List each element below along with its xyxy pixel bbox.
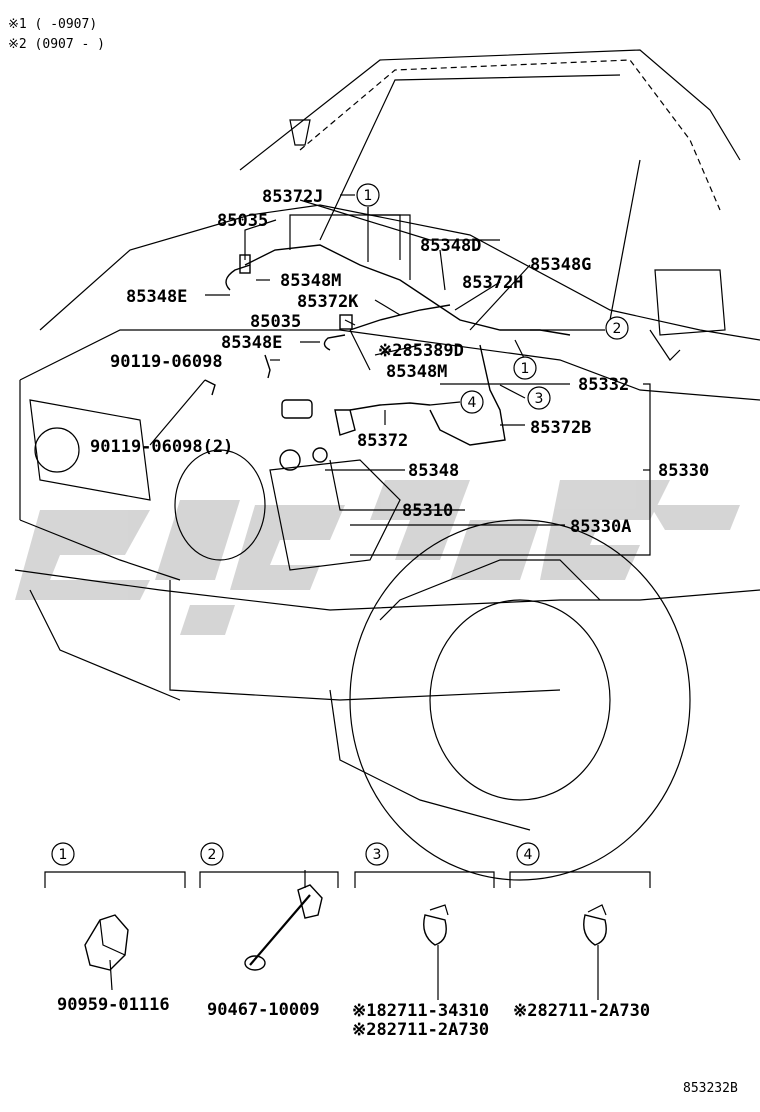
label-90119-06098[interactable]: 90119-06098 xyxy=(110,352,223,372)
label-85372h[interactable]: 85372H xyxy=(462,273,523,293)
detail-panel-2: 2 90467-10009 xyxy=(199,842,339,1020)
callout-2[interactable]: 2 xyxy=(605,316,629,340)
label-85348m-top[interactable]: 85348M xyxy=(280,271,341,291)
watermark xyxy=(15,480,740,635)
callout-4[interactable]: 4 xyxy=(460,390,484,414)
detail-panel-4: 4 ※282711-2A730 xyxy=(509,842,651,1021)
label-85035-top[interactable]: 85035 xyxy=(217,211,268,231)
legend-note-2: ※2 (0907 - ) xyxy=(8,37,105,52)
detail-1-number: 1 xyxy=(59,847,68,863)
diagram-code: 853232B xyxy=(683,1081,738,1096)
detail-panel-3: 3 ※182711-34310 ※282711-2A730 xyxy=(352,842,495,1040)
label-85348e-mid[interactable]: 85348E xyxy=(221,333,282,353)
svg-text:1: 1 xyxy=(521,361,530,377)
detail-panel-1: 1 90959-01116 xyxy=(44,842,186,1015)
leader-lines xyxy=(149,194,651,556)
legend-note-1: ※1 ( -0907) xyxy=(8,17,97,32)
label-90119-06098-2[interactable]: 90119-06098(2) xyxy=(90,437,233,457)
label-85035-mid[interactable]: 85035 xyxy=(250,312,301,332)
detail-3-number: 3 xyxy=(373,847,382,863)
callout-1-top[interactable]: 1 xyxy=(356,183,380,207)
label-85372b[interactable]: 85372B xyxy=(530,418,591,438)
callout-3[interactable]: 3 xyxy=(527,386,551,410)
label-85348d[interactable]: 85348D xyxy=(420,236,481,256)
label-85372[interactable]: 85372 xyxy=(357,431,408,451)
detail-3-part-2[interactable]: ※282711-2A730 xyxy=(352,1020,489,1040)
detail-4-part[interactable]: ※282711-2A730 xyxy=(513,1001,650,1021)
svg-text:2: 2 xyxy=(613,321,622,337)
label-85372k[interactable]: 85372K xyxy=(297,292,359,312)
vehicle-outline xyxy=(14,49,760,881)
label-85310[interactable]: 85310 xyxy=(402,501,453,521)
svg-text:1: 1 xyxy=(364,188,373,204)
callout-1-mid[interactable]: 1 xyxy=(513,356,537,380)
label-85372j[interactable]: 85372J xyxy=(262,187,323,207)
component-sketches xyxy=(204,244,571,471)
label-85332[interactable]: 85332 xyxy=(578,375,629,395)
label-85348m-low[interactable]: 85348M xyxy=(386,362,447,382)
label-85389d[interactable]: ※285389D xyxy=(378,341,464,361)
detail-2-part[interactable]: 90467-10009 xyxy=(207,1000,320,1020)
label-85330[interactable]: 85330 xyxy=(658,461,709,481)
label-85348e-top[interactable]: 85348E xyxy=(126,287,187,307)
svg-text:3: 3 xyxy=(535,391,544,407)
detail-2-number: 2 xyxy=(208,847,217,863)
detail-1-part[interactable]: 90959-01116 xyxy=(57,995,170,1015)
detail-4-number: 4 xyxy=(524,847,533,863)
label-85330a[interactable]: 85330A xyxy=(570,517,631,537)
detail-3-part-1[interactable]: ※182711-34310 xyxy=(352,1001,489,1021)
label-85348[interactable]: 85348 xyxy=(408,461,459,481)
label-85348g[interactable]: 85348G xyxy=(530,255,591,275)
svg-text:4: 4 xyxy=(468,395,477,411)
